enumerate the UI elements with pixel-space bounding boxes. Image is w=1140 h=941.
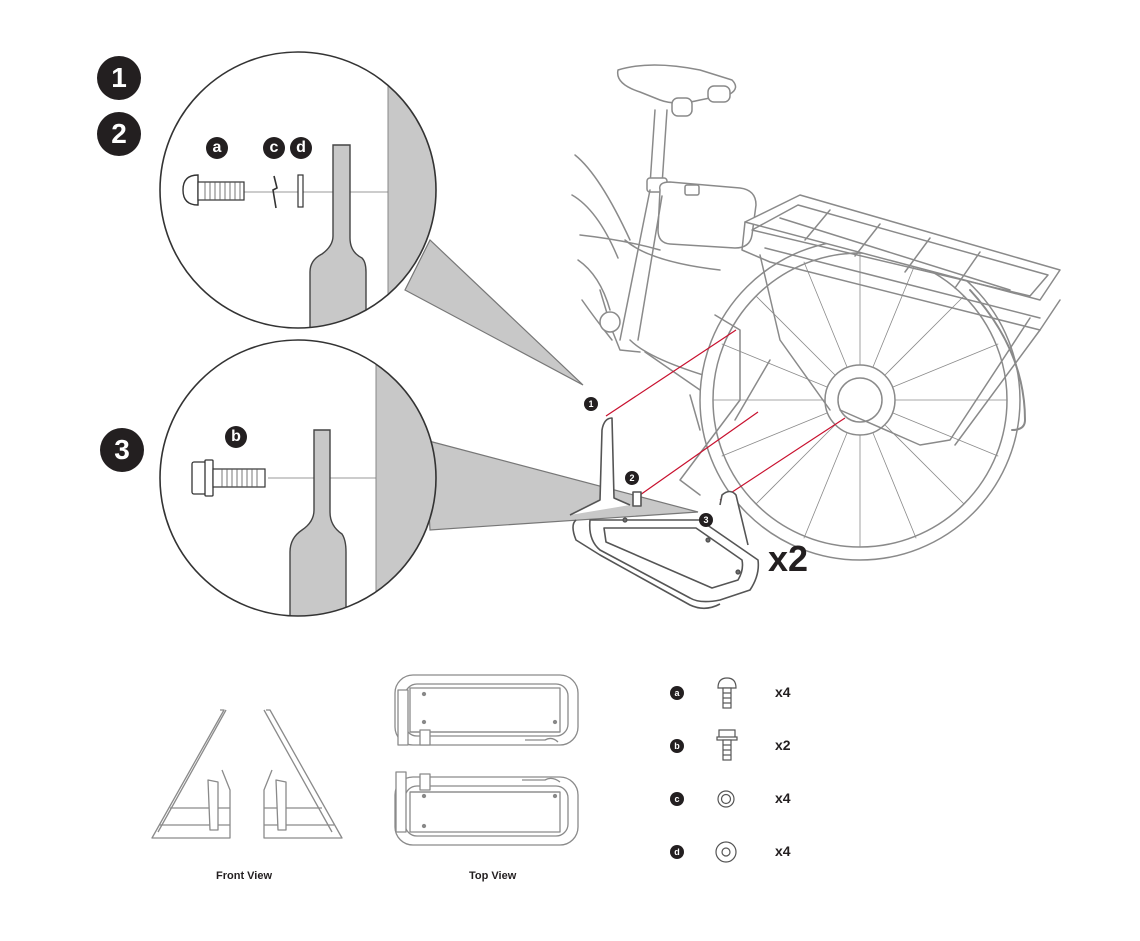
parts-list-a-qty: x4: [775, 684, 791, 700]
flange-bolt-icon: [716, 729, 738, 761]
detail-callout-bottom: [159, 339, 699, 617]
part-a-badge: a: [206, 137, 228, 159]
mount-point-2-badge: 2: [625, 471, 639, 485]
part-b-badge: b: [225, 426, 247, 448]
mount-point-1-badge: 1: [584, 397, 598, 411]
parts-list-b-qty: x2: [775, 737, 791, 753]
part-c-badge: c: [263, 137, 285, 159]
step-3-badge: 3: [100, 428, 144, 472]
step-1-badge: 1: [97, 56, 141, 100]
parts-list-b-badge: b: [670, 739, 684, 753]
flat-washer-icon: [715, 841, 737, 863]
parts-list-a-badge: a: [670, 686, 684, 700]
bike-illustration: [571, 64, 1061, 561]
button-head-bolt-icon: [717, 677, 737, 709]
alignment-guides: [605, 329, 846, 501]
split-lock-washer-icon: [717, 790, 735, 808]
part-d-badge: d: [290, 137, 312, 159]
top-view-drawing: [394, 674, 579, 846]
parts-list-c-badge: c: [670, 792, 684, 806]
quantity-multiplier: x2: [768, 538, 809, 579]
detail-callout-top: [159, 51, 584, 386]
mount-point-3-badge: 3: [699, 513, 713, 527]
parts-list-d-qty: x4: [775, 843, 791, 859]
front-view-caption: Front View: [216, 870, 273, 882]
parts-list-c-qty: x4: [775, 790, 791, 806]
step-2-badge: 2: [97, 112, 141, 156]
footrest-platform: [569, 417, 760, 610]
top-view-caption: Top View: [469, 870, 517, 882]
parts-list-d-badge: d: [670, 845, 684, 859]
front-view-drawing: [151, 709, 343, 839]
